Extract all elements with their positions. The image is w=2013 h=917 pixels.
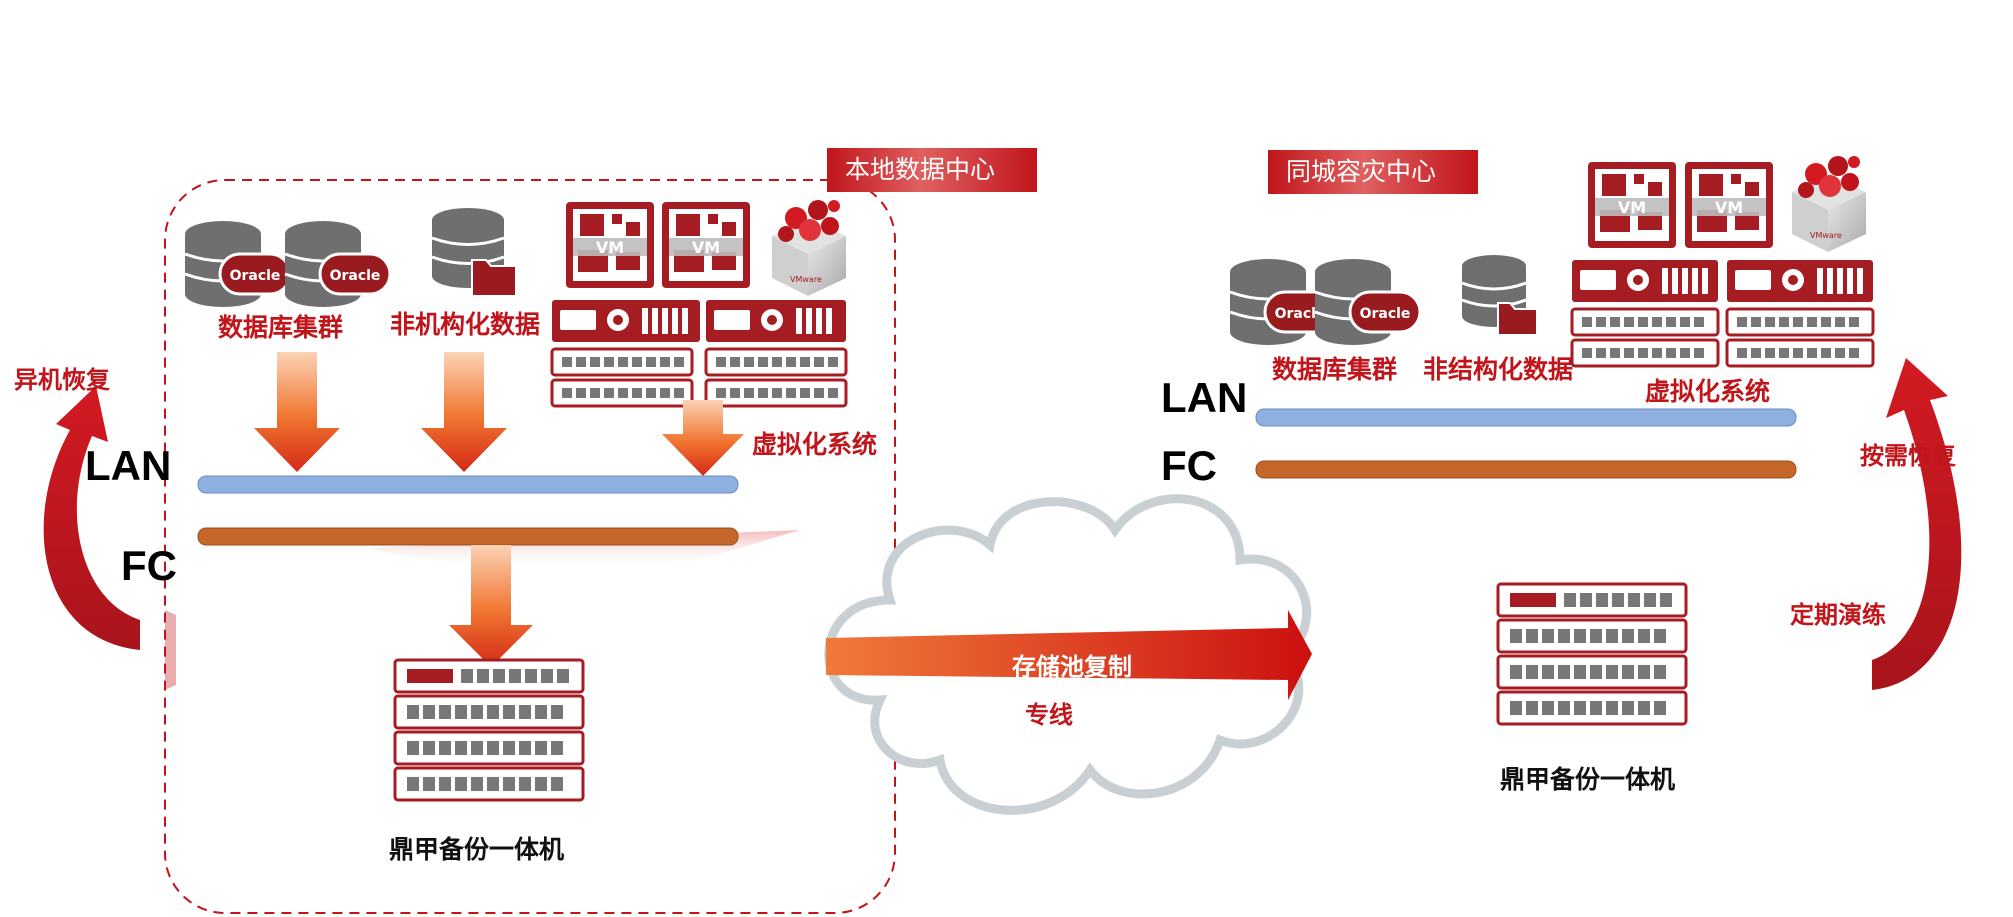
- svg-text:VM: VM: [1715, 198, 1743, 217]
- storage-shelf-icon: [1570, 338, 1720, 368]
- unstructured-data-icon: [431, 208, 517, 297]
- fc-bus: [197, 527, 739, 546]
- data-flow-arrow: [662, 400, 744, 476]
- periodic-drill-label: 定期演练: [1790, 601, 1886, 629]
- fc-bus: [1255, 460, 1797, 479]
- local-lan-label: LAN: [85, 442, 172, 489]
- on-demand-recovery-label: 按需恢复: [1860, 442, 1956, 470]
- storage-shelf-icon: [704, 378, 848, 408]
- vm-icon: VM: [1685, 162, 1773, 248]
- backup-flow-arrow: [449, 545, 533, 667]
- replication-arrow: [826, 610, 1312, 700]
- server-icon: [1572, 260, 1718, 302]
- vm-icon: VM: [566, 202, 654, 288]
- database-icon: Oracle: [184, 221, 292, 307]
- storage-shelf-icon: [550, 347, 694, 377]
- svg-text:VM: VM: [692, 238, 720, 257]
- storage-shelf-icon: [1570, 307, 1720, 337]
- lan-bus: [1255, 408, 1797, 427]
- oracle-badge-text: Oracle: [230, 268, 281, 284]
- oracle-badge-text: Oracle: [330, 268, 381, 284]
- svg-text:VM: VM: [1618, 198, 1646, 217]
- remote-unstructured-label: 非结构化数据: [1423, 355, 1574, 384]
- storage-shelf-icon: [1725, 338, 1875, 368]
- server-icon: [552, 300, 700, 342]
- local-fc-label: FC: [121, 542, 177, 589]
- remote-lan-label: LAN: [1161, 374, 1248, 421]
- vmware-cube-icon: VMware: [772, 200, 846, 296]
- server-icon: [706, 300, 846, 342]
- local-site-title: 本地数据中心: [827, 148, 1037, 192]
- backup-appliance-icon: [1496, 582, 1688, 726]
- data-flow-arrow: [254, 352, 340, 472]
- local-site-boundary: [164, 179, 896, 914]
- remote-db-label: 数据库集群: [1272, 355, 1398, 384]
- vm-icon: VM: [662, 202, 750, 288]
- svg-text:VM: VM: [596, 238, 624, 257]
- svg-text:Oracle: Oracle: [1275, 306, 1326, 322]
- on-demand-recovery-arrow: [1872, 358, 1962, 690]
- vmware-cube-icon: VMware: [1792, 156, 1866, 252]
- remote-appliance-label: 鼎甲备份一体机: [1500, 765, 1676, 794]
- storage-shelf-icon: [704, 347, 848, 377]
- remote-site-title: 同城容灾中心: [1268, 150, 1478, 194]
- private-line-label: 专线: [1025, 701, 1073, 729]
- unstructured-data-icon: [1461, 255, 1538, 336]
- svg-text:VMware: VMware: [1810, 231, 1842, 240]
- database-icon: Oracle: [1314, 259, 1422, 345]
- database-icon: Oracle: [284, 221, 392, 307]
- backup-appliance-icon: [393, 658, 585, 802]
- local-virt-label: 虚拟化系统: [752, 430, 878, 459]
- storage-shelf-icon: [1725, 307, 1875, 337]
- remote-virt-label: 虚拟化系统: [1645, 377, 1771, 406]
- storage-shelf-icon: [550, 378, 694, 408]
- local-appliance-label: 鼎甲备份一体机: [389, 835, 565, 864]
- vmware-text: VMware: [790, 275, 822, 284]
- vm-icon: VM: [1588, 162, 1676, 248]
- local-db-label: 数据库集群: [218, 313, 344, 342]
- off-site-recovery-arrow: [43, 386, 176, 690]
- server-icon: [1727, 260, 1873, 302]
- svg-text:Oracle: Oracle: [1360, 306, 1411, 322]
- off-site-recovery-label: 异机恢复: [14, 366, 110, 394]
- lan-bus: [197, 475, 739, 494]
- local-unstructured-label: 非机构化数据: [390, 310, 541, 339]
- replication-label: 存储池复制: [1012, 653, 1132, 681]
- data-flow-arrow: [421, 352, 507, 472]
- remote-fc-label: FC: [1161, 442, 1217, 489]
